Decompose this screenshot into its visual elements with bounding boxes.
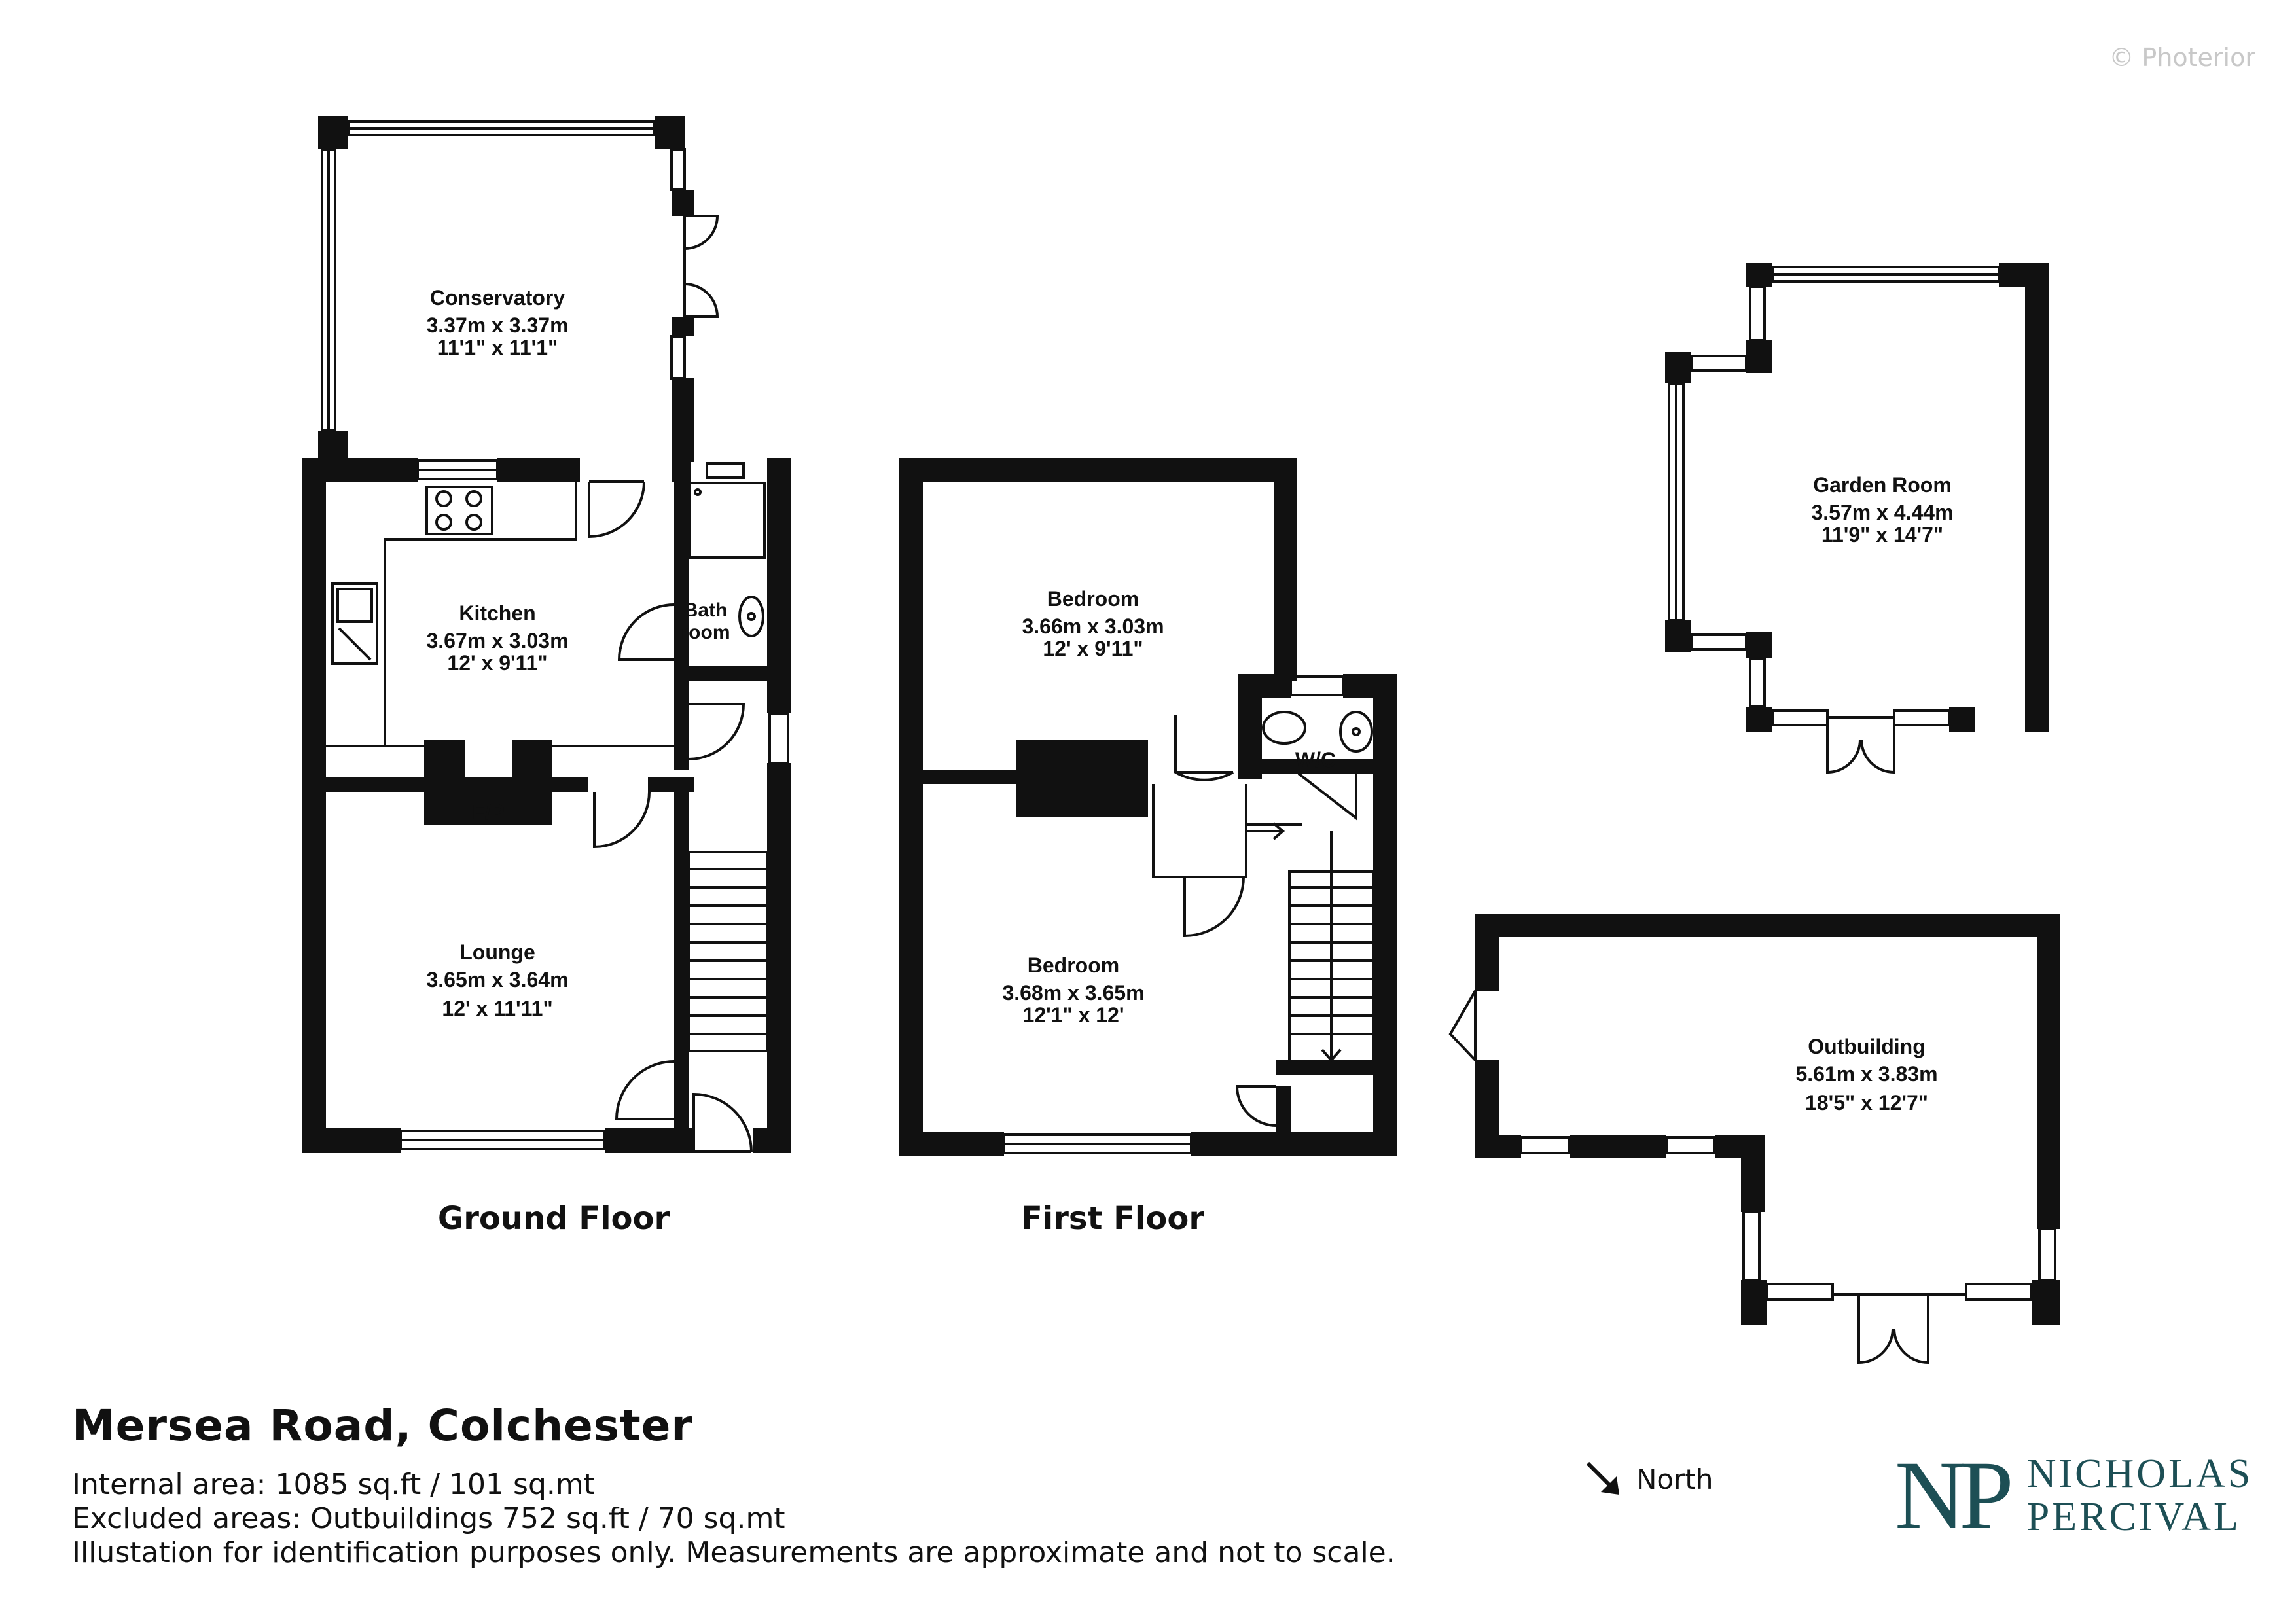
- bathroom-name-1: Bath: [684, 599, 728, 621]
- bedroom1-metric: 3.66m x 3.03m: [1022, 615, 1164, 638]
- bedroom1-imperial: 12' x 9'11": [1043, 637, 1143, 660]
- bedroom2-metric: 3.68m x 3.65m: [1002, 981, 1144, 1005]
- wc-label: W/C: [1295, 748, 1336, 772]
- lounge-name: Lounge: [459, 940, 535, 964]
- bedroom2-name: Bedroom: [1028, 954, 1119, 977]
- north-label: North: [1636, 1463, 1713, 1495]
- logo-line-2: PERCIVAL: [2026, 1495, 2241, 1539]
- bedroom1-name: Bedroom: [1047, 587, 1139, 611]
- conservatory-metric: 3.37m x 3.37m: [426, 313, 568, 337]
- watermark: © Photerior: [2109, 43, 2255, 72]
- kitchen-name: Kitchen: [459, 601, 535, 625]
- walls: [302, 116, 2060, 1325]
- bathroom-name-2: room: [681, 622, 730, 643]
- north-indicator: North: [1584, 1459, 1713, 1499]
- disclaimer: Illustation for identification purposes …: [72, 1536, 1395, 1569]
- internal-area: Internal area: 1085 sq.ft / 101 sq.mt: [72, 1468, 595, 1501]
- lounge-metric: 3.65m x 3.64m: [426, 968, 568, 991]
- outbuilding-metric: 5.61m x 3.83m: [1795, 1062, 1937, 1086]
- garden-room-imperial: 11'9" x 14'7": [1821, 523, 1943, 546]
- logo-line-1: NICHOLAS: [2026, 1452, 2253, 1496]
- property-info: Mersea Road, Colchester Internal area: 1…: [72, 1400, 1395, 1570]
- first-floor-label: First Floor: [1021, 1200, 1204, 1237]
- bedroom2-imperial: 12'1" x 12': [1023, 1003, 1124, 1027]
- garden-room-name: Garden Room: [1813, 473, 1952, 497]
- fixtures: [304, 120, 2056, 1364]
- conservatory-name: Conservatory: [430, 286, 565, 310]
- logo-initials: NP: [1895, 1441, 2014, 1550]
- lounge-imperial: 12' x 11'11": [442, 997, 552, 1020]
- conservatory-imperial: 11'1" x 11'1": [437, 336, 558, 359]
- kitchen-metric: 3.67m x 3.03m: [426, 629, 568, 652]
- excluded-areas: Excluded areas: Outbuildings 752 sq.ft /…: [72, 1502, 785, 1535]
- north-arrow-icon: [1586, 1461, 1619, 1495]
- property-title: Mersea Road, Colchester: [72, 1400, 693, 1451]
- garden-room-metric: 3.57m x 4.44m: [1811, 501, 1953, 524]
- outbuilding-name: Outbuilding: [1808, 1035, 1926, 1058]
- ground-floor-label: Ground Floor: [438, 1200, 670, 1237]
- agency-logo: NP NICHOLAS PERCIVAL: [1895, 1446, 2253, 1544]
- outbuilding-imperial: 18'5" x 12'7": [1805, 1091, 1928, 1115]
- fireplace-label: F/P: [472, 800, 505, 824]
- logo-words: NICHOLAS PERCIVAL: [2027, 1452, 2253, 1539]
- kitchen-imperial: 12' x 9'11": [447, 651, 547, 675]
